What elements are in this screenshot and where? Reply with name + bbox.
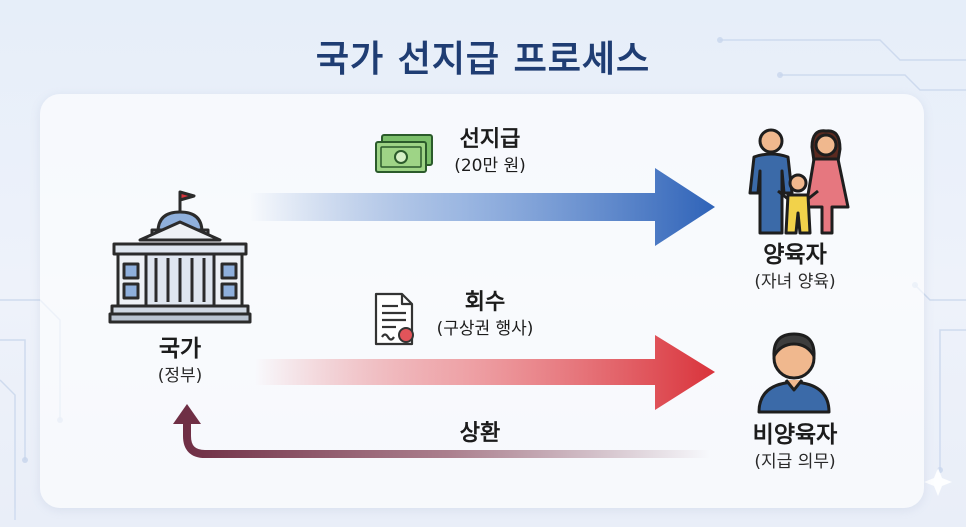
page-title: 국가 선지급 프로세스 — [315, 39, 651, 80]
custodial-sub: (자녀 양육) — [754, 272, 836, 292]
noncustodial-sub: (지급 의무) — [754, 452, 836, 472]
noncustodial-name: 비양육자 — [752, 422, 838, 448]
repayment-flow-label: 상환 — [430, 420, 530, 448]
advance-arrow — [250, 168, 715, 246]
family-icon — [748, 128, 850, 235]
state-node-label: 국가 (정부) — [120, 334, 240, 388]
recovery-label: 회수 — [464, 290, 506, 315]
repayment-label: 상환 — [459, 421, 501, 446]
noncustodial-node-label: 비양육자 (지급 의무) — [725, 420, 865, 474]
repayment-arrow — [173, 404, 710, 458]
state-name: 국가 — [158, 336, 202, 362]
custodial-node-label: 양육자 (자녀 양육) — [725, 240, 865, 294]
money-bill-icon — [375, 134, 433, 173]
advance-amount: (20만 원) — [454, 156, 526, 176]
recovery-flow-label: 회수 (구상권 행사) — [410, 289, 560, 341]
document-seal-icon — [374, 292, 414, 346]
recovery-arrow — [255, 335, 715, 410]
recovery-sub: (구상권 행사) — [436, 319, 534, 339]
government-building-icon — [108, 190, 252, 324]
person-icon — [757, 332, 831, 414]
advance-label: 선지급 — [459, 127, 521, 152]
custodial-name: 양육자 — [763, 242, 827, 268]
state-sub: (정부) — [157, 366, 203, 386]
advance-flow-label: 선지급 (20만 원) — [430, 126, 550, 178]
